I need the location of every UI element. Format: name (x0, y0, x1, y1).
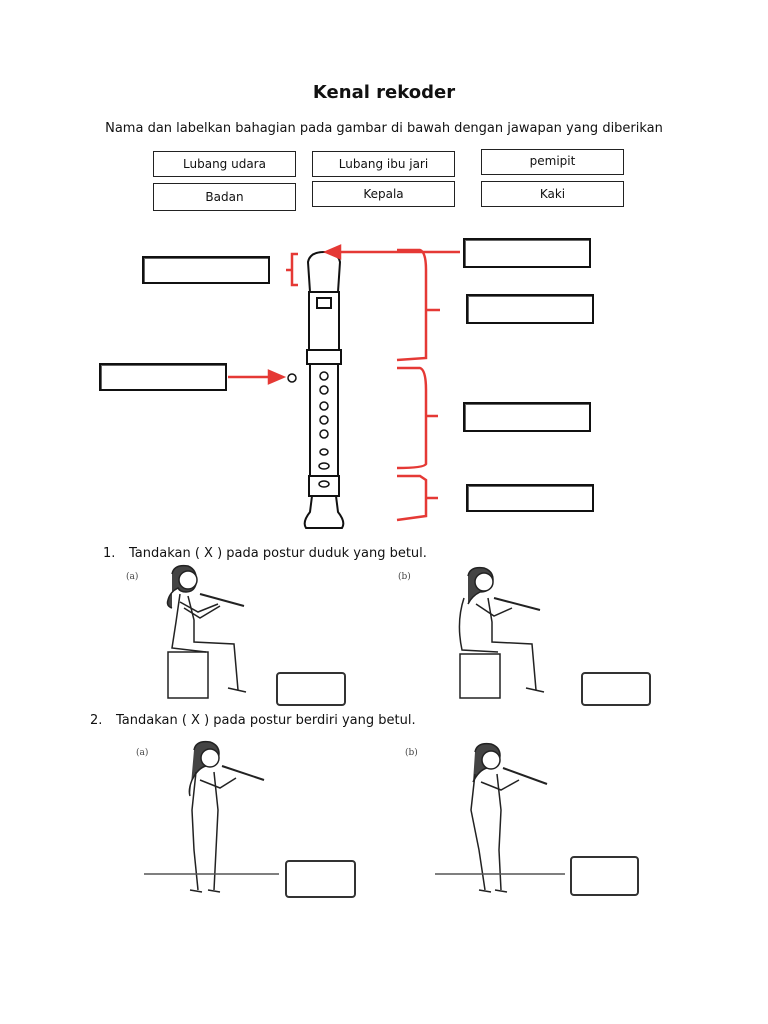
question-text: Tandakan ( X ) pada postur berdiri yang … (116, 713, 416, 728)
page-title: Kenal rekoder (312, 82, 456, 103)
option-label-b: (b) (398, 572, 411, 582)
answer-word-box: Lubang udara (153, 151, 296, 177)
recorder-bell (303, 495, 345, 529)
label-blank-box[interactable] (99, 363, 227, 391)
finger-holes (287, 371, 330, 488)
bracket-left-top (286, 252, 298, 287)
question-1: 1. Tandakan ( X ) pada postur duduk yang … (103, 546, 427, 561)
answer-word: Kaki (539, 187, 566, 201)
option-label-b: (b) (405, 748, 418, 758)
recorder-window (316, 297, 332, 309)
standing-posture-a-illustration (144, 740, 279, 893)
sitting-posture-a-illustration (166, 564, 247, 699)
answer-checkbox-sitting-a[interactable] (276, 672, 346, 706)
question-text: Tandakan ( X ) pada postur duduk yang be… (129, 546, 427, 561)
recorder-illustration (303, 250, 345, 529)
instruction-text: Nama dan labelkan bahagian pada gambar d… (105, 121, 663, 136)
standing-posture-b-illustration (435, 742, 565, 893)
bracket-right-foot (396, 474, 438, 522)
answer-word: pemipit (529, 154, 576, 168)
bracket-right-head (396, 248, 440, 362)
answer-word-box: Badan (153, 183, 296, 211)
answer-word-box: Kepala (312, 181, 455, 207)
answer-checkbox-standing-b[interactable] (570, 856, 639, 896)
label-blank-box[interactable] (142, 256, 270, 284)
red-arrows (228, 244, 460, 385)
answer-checkbox-standing-a[interactable] (285, 860, 356, 898)
question-number: 1. (103, 546, 116, 561)
recorder-diagram (228, 244, 460, 529)
answer-word-box: Lubang ibu jari (312, 151, 455, 177)
question-number: 2. (90, 713, 103, 728)
recorder-joint-ring (306, 349, 342, 365)
answer-word-box: pemipit (481, 149, 624, 175)
red-brackets (286, 248, 440, 522)
label-blank-box[interactable] (463, 402, 591, 432)
label-blank-box[interactable] (466, 294, 594, 324)
answer-word: Badan (205, 190, 244, 204)
sitting-posture-b-illustration (458, 566, 545, 699)
label-blank-box[interactable] (466, 484, 594, 512)
recorder-mouthpiece (306, 250, 342, 293)
label-blank-box[interactable] (463, 238, 591, 268)
answer-checkbox-sitting-b[interactable] (581, 672, 651, 706)
answer-word: Kepala (363, 187, 404, 201)
option-label-a: (a) (136, 748, 149, 758)
answer-word-box: Kaki (481, 181, 624, 207)
answer-word: Lubang ibu jari (338, 157, 429, 171)
bracket-right-body (396, 366, 438, 470)
answer-word: Lubang udara (183, 157, 266, 171)
option-label-a: (a) (126, 572, 139, 582)
question-2: 2. Tandakan ( X ) pada postur berdiri yan… (90, 713, 416, 728)
